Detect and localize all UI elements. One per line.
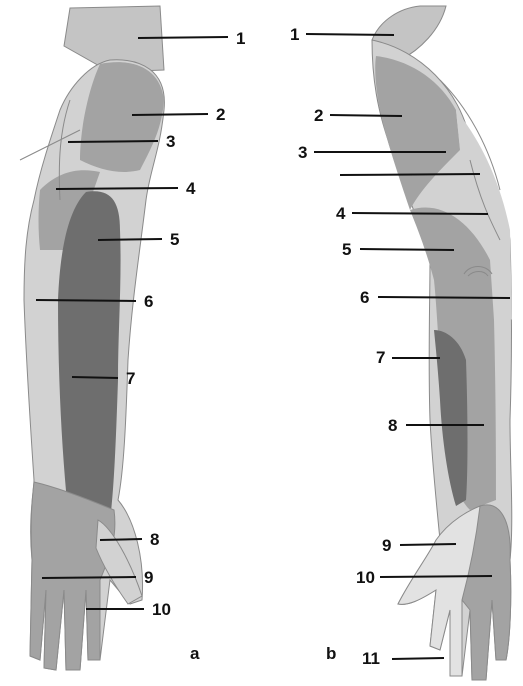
leader-a-4 (56, 188, 178, 189)
callout-b-4: 4 (336, 204, 346, 223)
leader-b-11 (392, 658, 444, 659)
leader-b-10 (380, 576, 492, 577)
leader-a-5 (98, 239, 162, 240)
leader-a-2 (132, 114, 208, 115)
callout-a-7: 7 (126, 369, 135, 388)
callout-a-8: 8 (150, 530, 159, 549)
callout-b-8: 8 (388, 416, 397, 435)
callout-a-4: 4 (186, 179, 196, 198)
arm-b (372, 6, 512, 680)
leader-a-3 (68, 141, 158, 142)
leader-b-6 (378, 297, 510, 298)
leader-b-4 (352, 213, 488, 214)
callout-b-11: 11 (362, 649, 380, 668)
callout-b-2: 2 (314, 106, 323, 125)
callout-b-5: 5 (342, 240, 351, 259)
leader-a-8 (100, 539, 142, 540)
callout-a-1: 1 (236, 29, 245, 48)
panel-label-a: a (190, 644, 200, 663)
leader-b-2 (330, 115, 402, 116)
callout-a-5: 5 (170, 230, 179, 249)
leader-b-1 (306, 34, 394, 35)
callout-a-3: 3 (166, 132, 175, 151)
callout-b-7: 7 (376, 348, 385, 367)
leader-a-6 (36, 300, 136, 301)
callout-b-1: 1 (290, 25, 299, 44)
callouts-b: 1 2 3 4 5 6 7 8 9 10 11 (290, 25, 397, 668)
leader-a-7 (72, 377, 118, 378)
leader-b-5 (360, 249, 454, 250)
arm-a-zone-dark (58, 191, 121, 538)
leader-a-9 (42, 577, 136, 578)
callout-a-6: 6 (144, 292, 153, 311)
arm-a (20, 6, 164, 670)
callout-b-6: 6 (360, 288, 369, 307)
callout-b-3: 3 (298, 143, 307, 162)
callout-a-10: 10 (152, 600, 171, 619)
callout-a-2: 2 (216, 105, 225, 124)
panel-label-b: b (326, 644, 336, 663)
callout-a-9: 9 (144, 568, 153, 587)
callout-b-10: 10 (356, 568, 375, 587)
leader-a-1 (138, 37, 228, 38)
leader-b-3b (340, 174, 480, 175)
leader-b-9 (400, 544, 456, 545)
callout-b-9: 9 (382, 536, 391, 555)
